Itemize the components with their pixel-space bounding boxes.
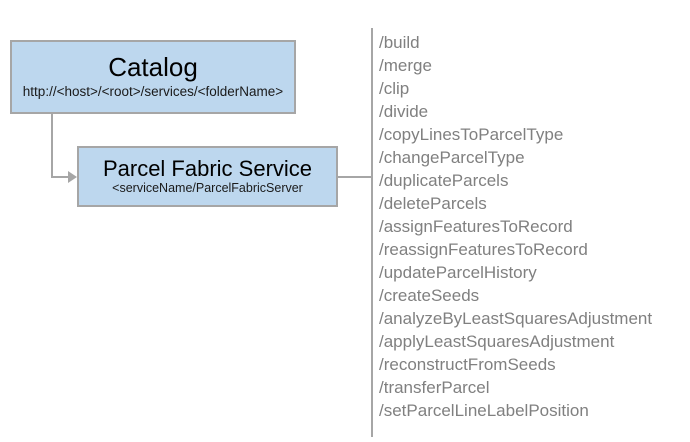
- operation-item: /build: [379, 33, 420, 52]
- arrowhead-icon: [68, 171, 77, 183]
- operation-item: /transferParcel: [379, 378, 490, 397]
- parcel-fabric-service-title: Parcel Fabric Service: [102, 156, 313, 182]
- operation-item: /deleteParcels: [379, 194, 487, 213]
- operation-item: /merge: [379, 56, 432, 75]
- connector-catalog-horizontal: [51, 176, 75, 178]
- operation-item: /divide: [379, 102, 429, 121]
- connector-service-to-operations: [338, 176, 372, 178]
- catalog-node-title: Catalog: [108, 52, 198, 83]
- catalog-node-url: http://<host>/<root>/services/<folderNam…: [22, 83, 284, 99]
- operation-item: /createSeeds: [379, 286, 480, 305]
- operation-item: /applyLeastSquaresAdjustment: [379, 332, 615, 351]
- parcel-fabric-service-path: <serviceName/ParcelFabricServer: [112, 181, 303, 196]
- connector-catalog-vertical: [51, 114, 53, 178]
- operations-list: /build/merge/clip/divide/copyLinesToParc…: [379, 31, 679, 422]
- operation-item: /assignFeaturesToRecord: [379, 217, 573, 236]
- operation-item: /setParcelLineLabelPosition: [379, 401, 589, 420]
- parcel-fabric-service-node: Parcel Fabric Service <serviceName/Parce…: [77, 146, 338, 207]
- operation-item: /analyzeByLeastSquaresAdjustment: [379, 309, 653, 328]
- operation-item: /clip: [379, 79, 410, 98]
- operation-item: /updateParcelHistory: [379, 263, 537, 282]
- operation-item: /copyLinesToParcelType: [379, 125, 564, 144]
- operation-item: /reconstructFromSeeds: [379, 355, 556, 374]
- operation-item: /changeParcelType: [379, 148, 525, 167]
- operations-divider: [371, 28, 373, 437]
- operation-item: /reassignFeaturesToRecord: [379, 240, 588, 259]
- operation-item: /duplicateParcels: [379, 171, 509, 190]
- catalog-node: Catalog http://<host>/<root>/services/<f…: [10, 40, 296, 114]
